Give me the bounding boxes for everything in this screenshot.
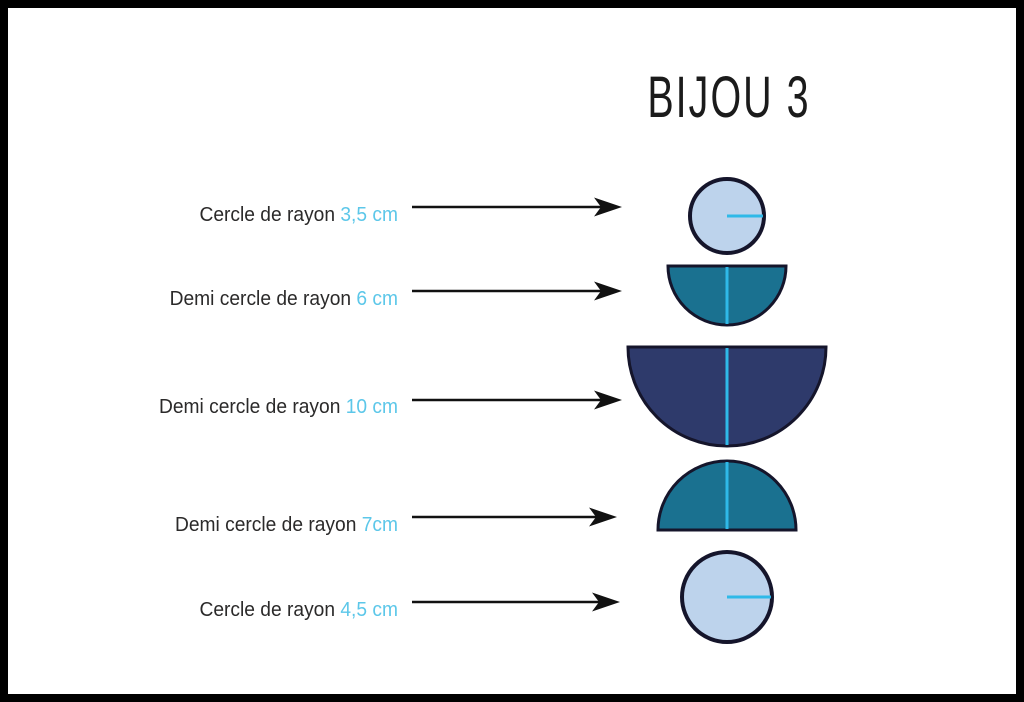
diagram-canvas (412, 177, 828, 644)
arrow-row-2 (412, 281, 622, 301)
label-value: 4,5 cm (340, 599, 398, 621)
arrowhead-icon (592, 592, 620, 612)
arrow-row-3 (412, 390, 622, 410)
arrowhead-icon (589, 507, 617, 527)
arrowhead-icon (594, 281, 622, 301)
label-value: 10 cm (345, 396, 398, 418)
arrow-row-4 (412, 507, 617, 527)
arrowhead-icon (594, 390, 622, 410)
label-text: Demi cercle de rayon (169, 288, 352, 310)
label-value: 3,5 cm (340, 204, 398, 226)
label-text: Demi cercle de rayon (174, 514, 357, 536)
label-semicircle-7: Demi cercle de rayon 7cm (24, 512, 398, 538)
label-semicircle-10: Demi cercle de rayon 10 cm (24, 394, 398, 420)
label-circle-4-5: Cercle de rayon 4,5 cm (24, 597, 398, 623)
arrow-row-1 (412, 197, 622, 217)
label-text: Cercle de rayon (199, 204, 336, 226)
label-text: Demi cercle de rayon (158, 396, 341, 418)
arrow-row-5 (412, 592, 620, 612)
label-circle-3-5: Cercle de rayon 3,5 cm (24, 202, 398, 228)
label-value: 7cm (361, 514, 398, 536)
label-semicircle-6: Demi cercle de rayon 6 cm (24, 286, 398, 312)
label-text: Cercle de rayon (199, 599, 336, 621)
label-value: 6 cm (356, 288, 398, 310)
arrowhead-icon (594, 197, 622, 217)
page-title: BIJOU 3 (647, 65, 811, 130)
